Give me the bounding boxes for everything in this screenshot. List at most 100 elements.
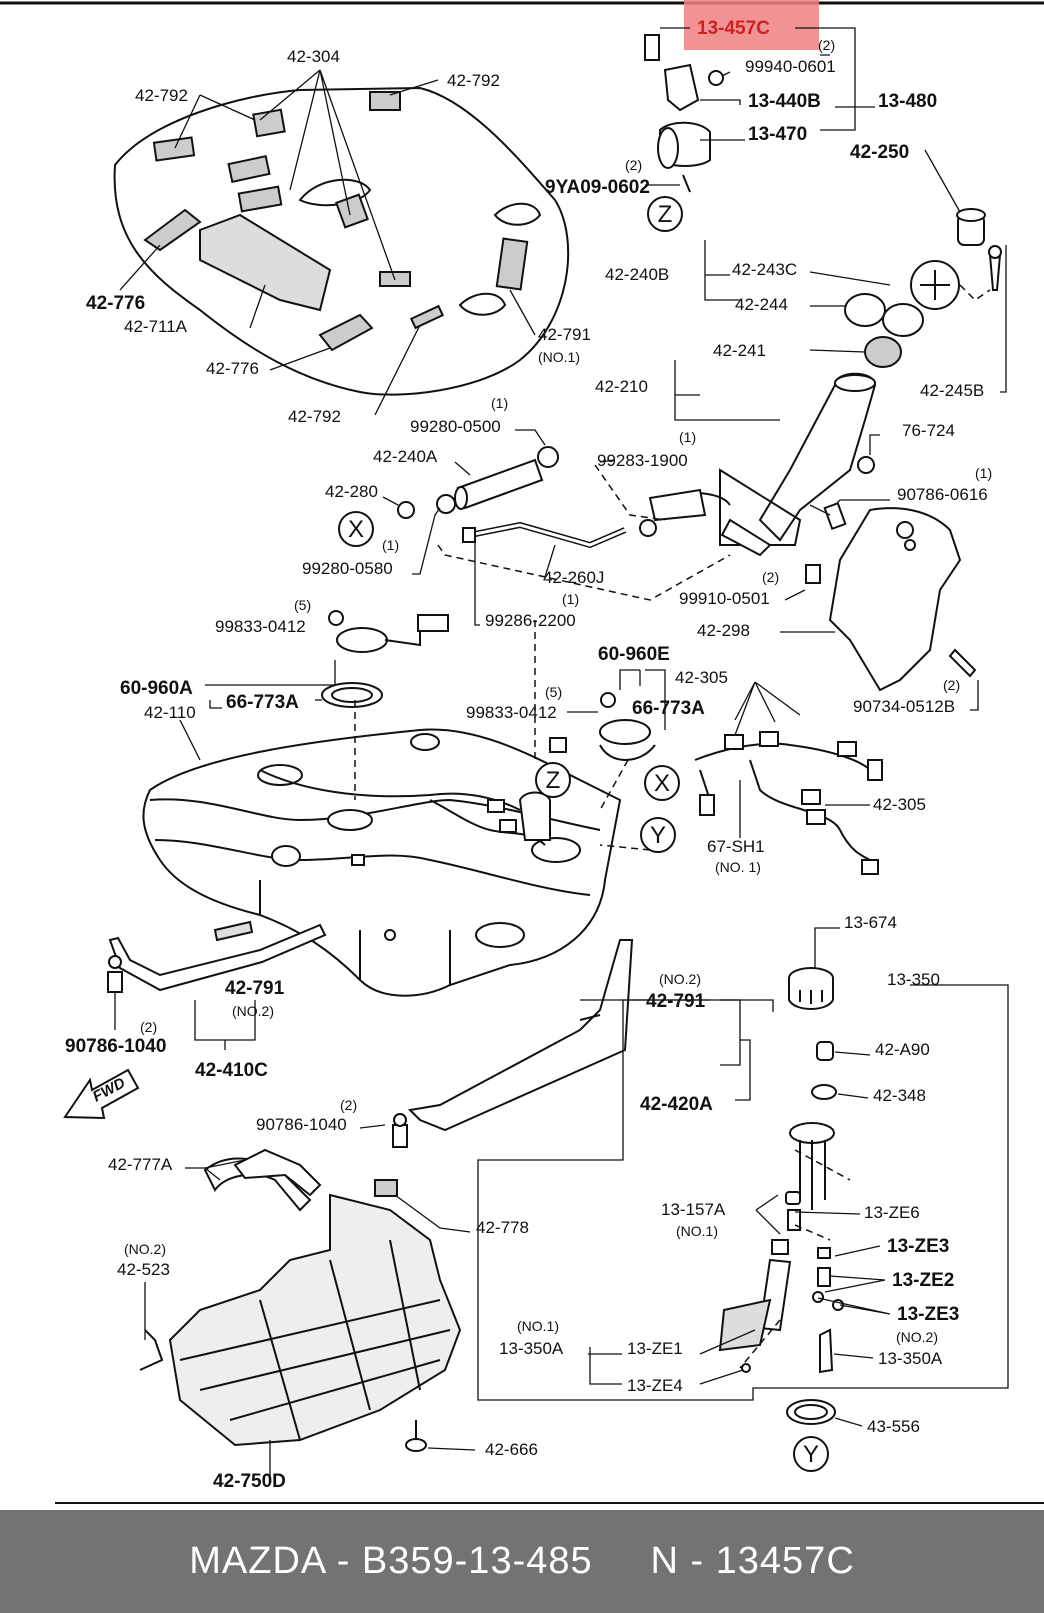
highlight-box — [684, 0, 819, 50]
view-callout: X — [338, 511, 374, 547]
part-label: (2) — [818, 37, 835, 53]
part-label: 13-ZE4 — [627, 1376, 683, 1395]
part-label: 99910-0501 — [679, 589, 770, 608]
part-label: 42-250 — [850, 142, 909, 163]
part-label: 13-674 — [844, 913, 897, 932]
callout-letter: Z — [658, 201, 673, 228]
part-label: 42-260J — [543, 568, 604, 587]
callout-circle — [535, 762, 571, 798]
part-label: 42-244 — [735, 295, 788, 314]
part-label: (NO.1) — [538, 349, 580, 365]
callout-circle — [640, 817, 676, 853]
part-label: (1) — [382, 537, 399, 553]
view-callout: Z — [647, 196, 683, 232]
wire-harness — [694, 731, 883, 875]
part-label: 13-ZE1 — [627, 1339, 683, 1358]
heat-shield-right — [805, 507, 977, 692]
callout-circle — [338, 511, 374, 547]
fuel-tank — [142, 728, 622, 997]
part-label: 42-777A — [108, 1155, 173, 1174]
part-label: (1) — [491, 395, 508, 411]
part-label: 90786-0616 — [897, 485, 988, 504]
footer-gap — [593, 1540, 651, 1583]
parts-diagram: FWD — [0, 0, 1044, 1504]
part-label: (2) — [625, 157, 642, 173]
callout-letter: Y — [803, 1441, 819, 1468]
part-label: 42-245B — [920, 381, 984, 400]
part-label: 99833-0412 — [466, 703, 557, 722]
callout-circle — [793, 1436, 829, 1472]
part-label: 13-457C — [697, 18, 770, 39]
callout-letter: Z — [546, 767, 561, 794]
view-callout: Z — [535, 762, 571, 798]
part-label: 43-556 — [867, 1417, 920, 1436]
footer-part: N - 13457C — [650, 1540, 855, 1582]
part-label: 66-773A — [632, 698, 705, 719]
view-callout: X — [644, 765, 680, 801]
part-label: 60-960A — [120, 678, 193, 699]
part-label: 60-960E — [598, 644, 670, 665]
part-label: 42-792 — [288, 407, 341, 426]
fuel-sender-right — [549, 692, 656, 761]
part-label: 42-750D — [213, 1471, 286, 1492]
part-label: (2) — [140, 1019, 157, 1035]
part-label: 90786-1040 — [256, 1115, 347, 1134]
part-label: 66-773A — [226, 692, 299, 713]
part-label: 42-240B — [605, 265, 669, 284]
part-label: (2) — [943, 677, 960, 693]
part-label: 13-440B — [748, 91, 821, 112]
part-label: (NO.2) — [896, 1329, 938, 1345]
part-label: 13-470 — [748, 124, 807, 145]
strap-left — [107, 920, 327, 993]
part-label: 99283-1900 — [597, 451, 688, 470]
footer-brand: MAZDA - B359-13-485 — [189, 1540, 593, 1582]
part-label: 42-792 — [135, 86, 188, 105]
callout-circle — [647, 196, 683, 232]
part-label: 42-210 — [595, 377, 648, 396]
part-label: (NO.2) — [659, 971, 701, 987]
part-label: 13-ZE6 — [864, 1203, 920, 1222]
part-label: 42-711A — [124, 317, 188, 336]
part-label: 42-305 — [675, 668, 728, 687]
lower-insulator — [139, 1148, 462, 1452]
part-label: 42-420A — [640, 1094, 713, 1115]
part-label: 76-724 — [902, 421, 955, 440]
part-label: 42-791 — [646, 991, 706, 1012]
insulator-sheet — [113, 86, 570, 396]
part-label: 90786-1040 — [65, 1036, 166, 1057]
part-label: 13-480 — [878, 91, 937, 112]
part-label: 42-A90 — [875, 1040, 930, 1059]
pump-assembly — [644, 34, 1002, 368]
view-callout: Y — [793, 1436, 829, 1472]
part-label: 13-ZE3 — [897, 1304, 959, 1325]
part-label: (1) — [975, 465, 992, 481]
fuel-sender-left — [321, 610, 449, 708]
part-label: 42-240A — [373, 447, 438, 466]
part-label: 90734-0512B — [853, 697, 955, 716]
callout-circle — [644, 765, 680, 801]
part-label: 9YA09-0602 — [545, 177, 650, 198]
part-label: 42-243C — [732, 260, 797, 279]
part-label: (1) — [562, 591, 579, 607]
strap-right — [392, 939, 634, 1148]
part-label: (5) — [545, 684, 562, 700]
fwd-arrow: FWD — [63, 1068, 140, 1120]
part-label: 42-298 — [697, 621, 750, 640]
part-label: 99280-0580 — [302, 559, 393, 578]
part-label: 13-ZE3 — [887, 1236, 949, 1257]
part-label: 67-SH1 — [707, 837, 765, 856]
part-label: 42-280 — [325, 482, 378, 501]
pump-module — [718, 967, 844, 1425]
part-label: 42-348 — [873, 1086, 926, 1105]
part-label: 42-776 — [86, 293, 145, 314]
part-label: (1) — [679, 429, 696, 445]
callout-letter: X — [654, 770, 670, 797]
hoses — [397, 446, 657, 549]
callout-letter: X — [348, 516, 364, 543]
part-label: 42-523 — [117, 1260, 170, 1279]
part-label: (NO.2) — [124, 1241, 166, 1257]
part-label: 99286-2200 — [485, 611, 576, 630]
footer-bar: MAZDA - B359-13-485 N - 13457C — [0, 1510, 1044, 1613]
part-label: 42-776 — [206, 359, 259, 378]
